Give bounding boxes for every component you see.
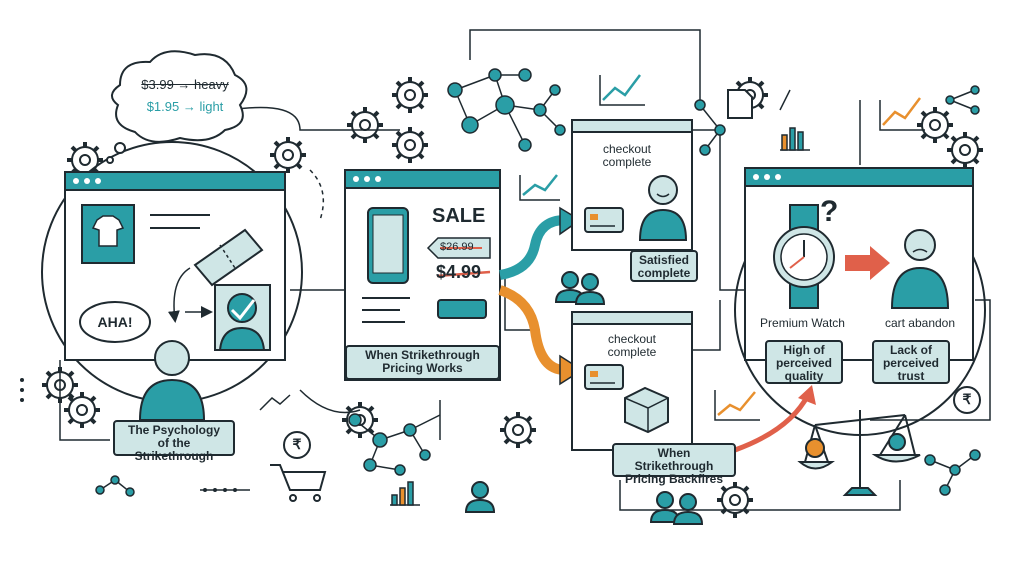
rupee-icon (283, 386, 981, 459)
arrow-icon (845, 246, 890, 280)
watch-icon (773, 204, 835, 309)
bar-chart-icon (390, 127, 810, 506)
question-mark: ? (820, 195, 839, 228)
tshirt-icon (81, 204, 135, 264)
backfire-flow-arrow (498, 285, 566, 375)
scale-icon (797, 410, 921, 496)
checkout-top-text: checkout complete (602, 142, 652, 169)
document-icon (727, 89, 753, 119)
checkout-bottom-window (571, 311, 693, 451)
credit-card-icon (584, 207, 624, 233)
new-price-strike (436, 270, 491, 278)
abandon-label: cart abandon (884, 316, 956, 330)
bubble-light-text: $1.95 → light (146, 99, 224, 114)
psychology-window (64, 171, 286, 361)
aha-text: AHA! (97, 314, 133, 330)
watch-window (744, 167, 974, 361)
rupee-symbol-left: ₹ (292, 436, 302, 452)
backfire-arrow-icon (734, 393, 811, 453)
quality-label: High of perceived quality (765, 340, 843, 384)
users-icon (465, 481, 703, 525)
buy-button-shape (437, 299, 487, 319)
rupee-symbol-right: ₹ (962, 391, 972, 407)
old-price: $26.99 (440, 241, 474, 253)
checkout-bottom-text: checkout complete (607, 332, 657, 359)
frustrated-user-icon (890, 229, 950, 309)
psychology-label: The Psychology of the Strikethrough (113, 420, 235, 463)
box-icon (624, 386, 669, 434)
works-caption: When Strikethrough Pricing Works (345, 345, 500, 380)
satisfied-user-icon (638, 175, 688, 241)
line-chart-icon (259, 74, 925, 421)
ticket-icon (193, 228, 264, 287)
trust-label: Lack of perceived trust (872, 340, 950, 384)
new-price: $4.99 (436, 262, 482, 282)
sale-text: SALE (432, 205, 486, 227)
satisfied-label: Satisfied complete (630, 250, 698, 282)
credit-card-icon (584, 364, 624, 390)
backfires-caption: When Strikethrough Pricing Backfires (612, 443, 736, 486)
user-icon (214, 284, 271, 351)
connector-lines (59, 29, 991, 511)
thought-bubble-icon (106, 50, 248, 164)
aha-bubble (79, 301, 151, 343)
success-flow-arrow (498, 215, 566, 280)
thinker-user-icon (138, 340, 206, 421)
checkout-top-window (571, 119, 693, 251)
users-icon (555, 271, 605, 305)
watch-label: Premium Watch (760, 316, 845, 330)
cart-icon (270, 464, 327, 502)
phone-icon (367, 207, 409, 284)
bubble-heavy-text: $3.99 → heavy (141, 77, 229, 92)
